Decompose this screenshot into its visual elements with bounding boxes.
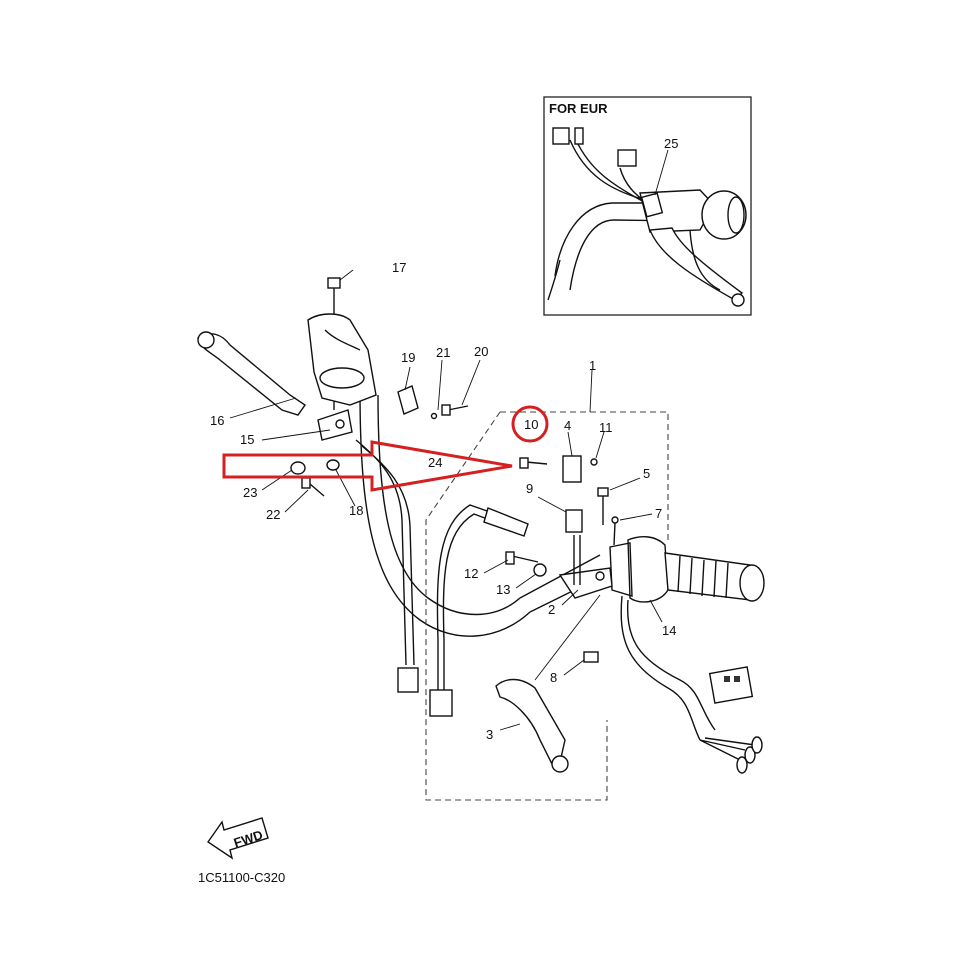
callout-24: 24 xyxy=(428,455,442,470)
callout-14: 14 xyxy=(662,623,676,638)
callout-7: 7 xyxy=(655,506,662,521)
callout-23: 23 xyxy=(243,485,257,500)
callout-1: 1 xyxy=(589,358,596,373)
highlight-overlay xyxy=(222,405,549,492)
callout-18: 18 xyxy=(349,503,363,518)
highlight-arrow xyxy=(222,440,513,492)
callout-11: 11 xyxy=(599,420,613,435)
right-lever xyxy=(495,567,613,773)
callout-numbers: 1 2 3 4 5 7 8 9 10 11 12 13 14 15 16 17 … xyxy=(210,260,676,742)
diagram-code: 1C51100-C320 xyxy=(198,870,285,885)
callout-13: 13 xyxy=(496,582,510,597)
callout-10: 10 xyxy=(524,417,538,432)
right-switch-grip xyxy=(609,536,765,774)
callout-3: 3 xyxy=(486,727,493,742)
callout-9: 9 xyxy=(526,481,533,496)
callout-12: 12 xyxy=(464,566,478,581)
fwd-arrow-icon: FWD xyxy=(207,817,269,860)
callout-4: 4 xyxy=(564,418,571,433)
callout-25: 25 xyxy=(664,136,678,151)
callout-16: 16 xyxy=(210,413,224,428)
callout-21: 21 xyxy=(436,345,450,360)
callout-22: 22 xyxy=(266,507,280,522)
callout-5: 5 xyxy=(643,466,650,481)
assembly-group-1 xyxy=(425,411,669,801)
callout-19: 19 xyxy=(401,350,415,365)
inset-title: FOR EUR xyxy=(549,101,608,116)
callout-20: 20 xyxy=(474,344,488,359)
highlight-circle xyxy=(511,405,549,443)
inset-for-eur: FOR EUR 25 xyxy=(543,96,752,316)
callout-17: 17 xyxy=(392,260,406,275)
right-small-parts xyxy=(505,455,619,585)
callout-2: 2 xyxy=(548,602,555,617)
callout-8: 8 xyxy=(550,670,557,685)
callout-15: 15 xyxy=(240,432,254,447)
